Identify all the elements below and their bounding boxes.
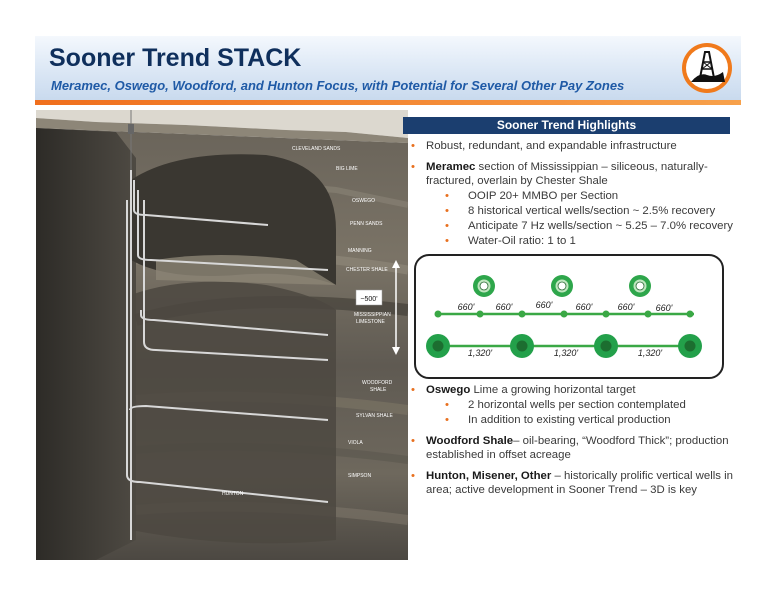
formation-label: OSWEGO xyxy=(352,198,375,204)
formation-label: HUNTON xyxy=(222,491,244,497)
thickness-label: ~500' xyxy=(360,296,377,303)
sub-list-item: 2 horizontal wells per section contempla… xyxy=(426,398,740,412)
sub-list-item: 8 historical vertical wells/section ~ 2.… xyxy=(426,204,740,218)
spacing-label: 660' xyxy=(458,302,475,312)
formation-label: SHALE xyxy=(370,387,387,393)
highlights-list-top: Robust, redundant, and expandable infras… xyxy=(410,139,740,255)
spacing-label: 660' xyxy=(618,302,635,312)
highlights-list-bottom: Oswego Lime a growing horizontal target … xyxy=(410,383,740,504)
formation-label: MISSISSIPPIAN xyxy=(354,312,391,318)
formation-label: LIMESTONE xyxy=(356,319,385,325)
spacing-label: 660' xyxy=(496,302,513,312)
geologic-cross-section: CLEVELAND SANDS BIG LIME OSWEGO PENN SAN… xyxy=(36,110,408,560)
formation-label: CLEVELAND SANDS xyxy=(292,146,341,152)
page-title: Sooner Trend STACK xyxy=(49,44,302,72)
list-item: Woodford Shale– oil-bearing, “Woodford T… xyxy=(410,434,740,462)
company-logo-icon xyxy=(682,43,732,93)
well-icon xyxy=(594,334,618,358)
well-spacing-diagram: 660' 660' 660' 660' 660' 660' 1,320' 1,3… xyxy=(414,254,724,379)
header-band: Sooner Trend STACK Meramec, Oswego, Wood… xyxy=(35,36,741,100)
list-item: Meramec section of Mississippian – silic… xyxy=(410,160,740,248)
well-icon xyxy=(510,334,534,358)
formation-label: VIOLA xyxy=(348,440,363,446)
formation-label: CHESTER SHALE xyxy=(346,267,388,273)
spacing-label: 660' xyxy=(536,300,553,310)
spacing-label: 660' xyxy=(576,302,593,312)
list-item: Hunton, Misener, Other – historically pr… xyxy=(410,469,740,497)
sub-list-item: In addition to existing vertical product… xyxy=(426,413,740,427)
formation-label: MANNING xyxy=(348,248,372,254)
page-subtitle: Meramec, Oswego, Woodford, and Hunton Fo… xyxy=(51,78,625,93)
formation-label: WOODFORD xyxy=(362,380,393,386)
sub-list-item: Anticipate 7 Hz wells/section ~ 5.25 – 7… xyxy=(426,219,740,233)
well-icon xyxy=(473,275,495,297)
formation-label: SYLVAN SHALE xyxy=(356,413,393,419)
vertical-double-arrow-icon xyxy=(392,260,400,355)
formation-label: SIMPSON xyxy=(348,473,371,479)
list-item: Robust, redundant, and expandable infras… xyxy=(410,139,740,153)
sub-list-item: Water-Oil ratio: 1 to 1 xyxy=(426,234,740,248)
list-item: Oswego Lime a growing horizontal target … xyxy=(410,383,740,427)
well-icon xyxy=(551,275,573,297)
well-icon xyxy=(629,275,651,297)
highlights-heading: Sooner Trend Highlights xyxy=(403,117,730,134)
sub-list-item: OOIP 20+ MMBO per Section xyxy=(426,189,740,203)
well-icon xyxy=(678,334,702,358)
header-divider xyxy=(35,100,741,105)
spacing-label: 1,320' xyxy=(554,348,579,358)
formation-label: BIG LIME xyxy=(336,166,358,172)
spacing-label: 660' xyxy=(656,303,673,313)
well-icon xyxy=(426,334,450,358)
spacing-label: 1,320' xyxy=(468,348,493,358)
formation-label: PENN SANDS xyxy=(350,221,383,227)
spacing-label: 1,320' xyxy=(638,348,663,358)
